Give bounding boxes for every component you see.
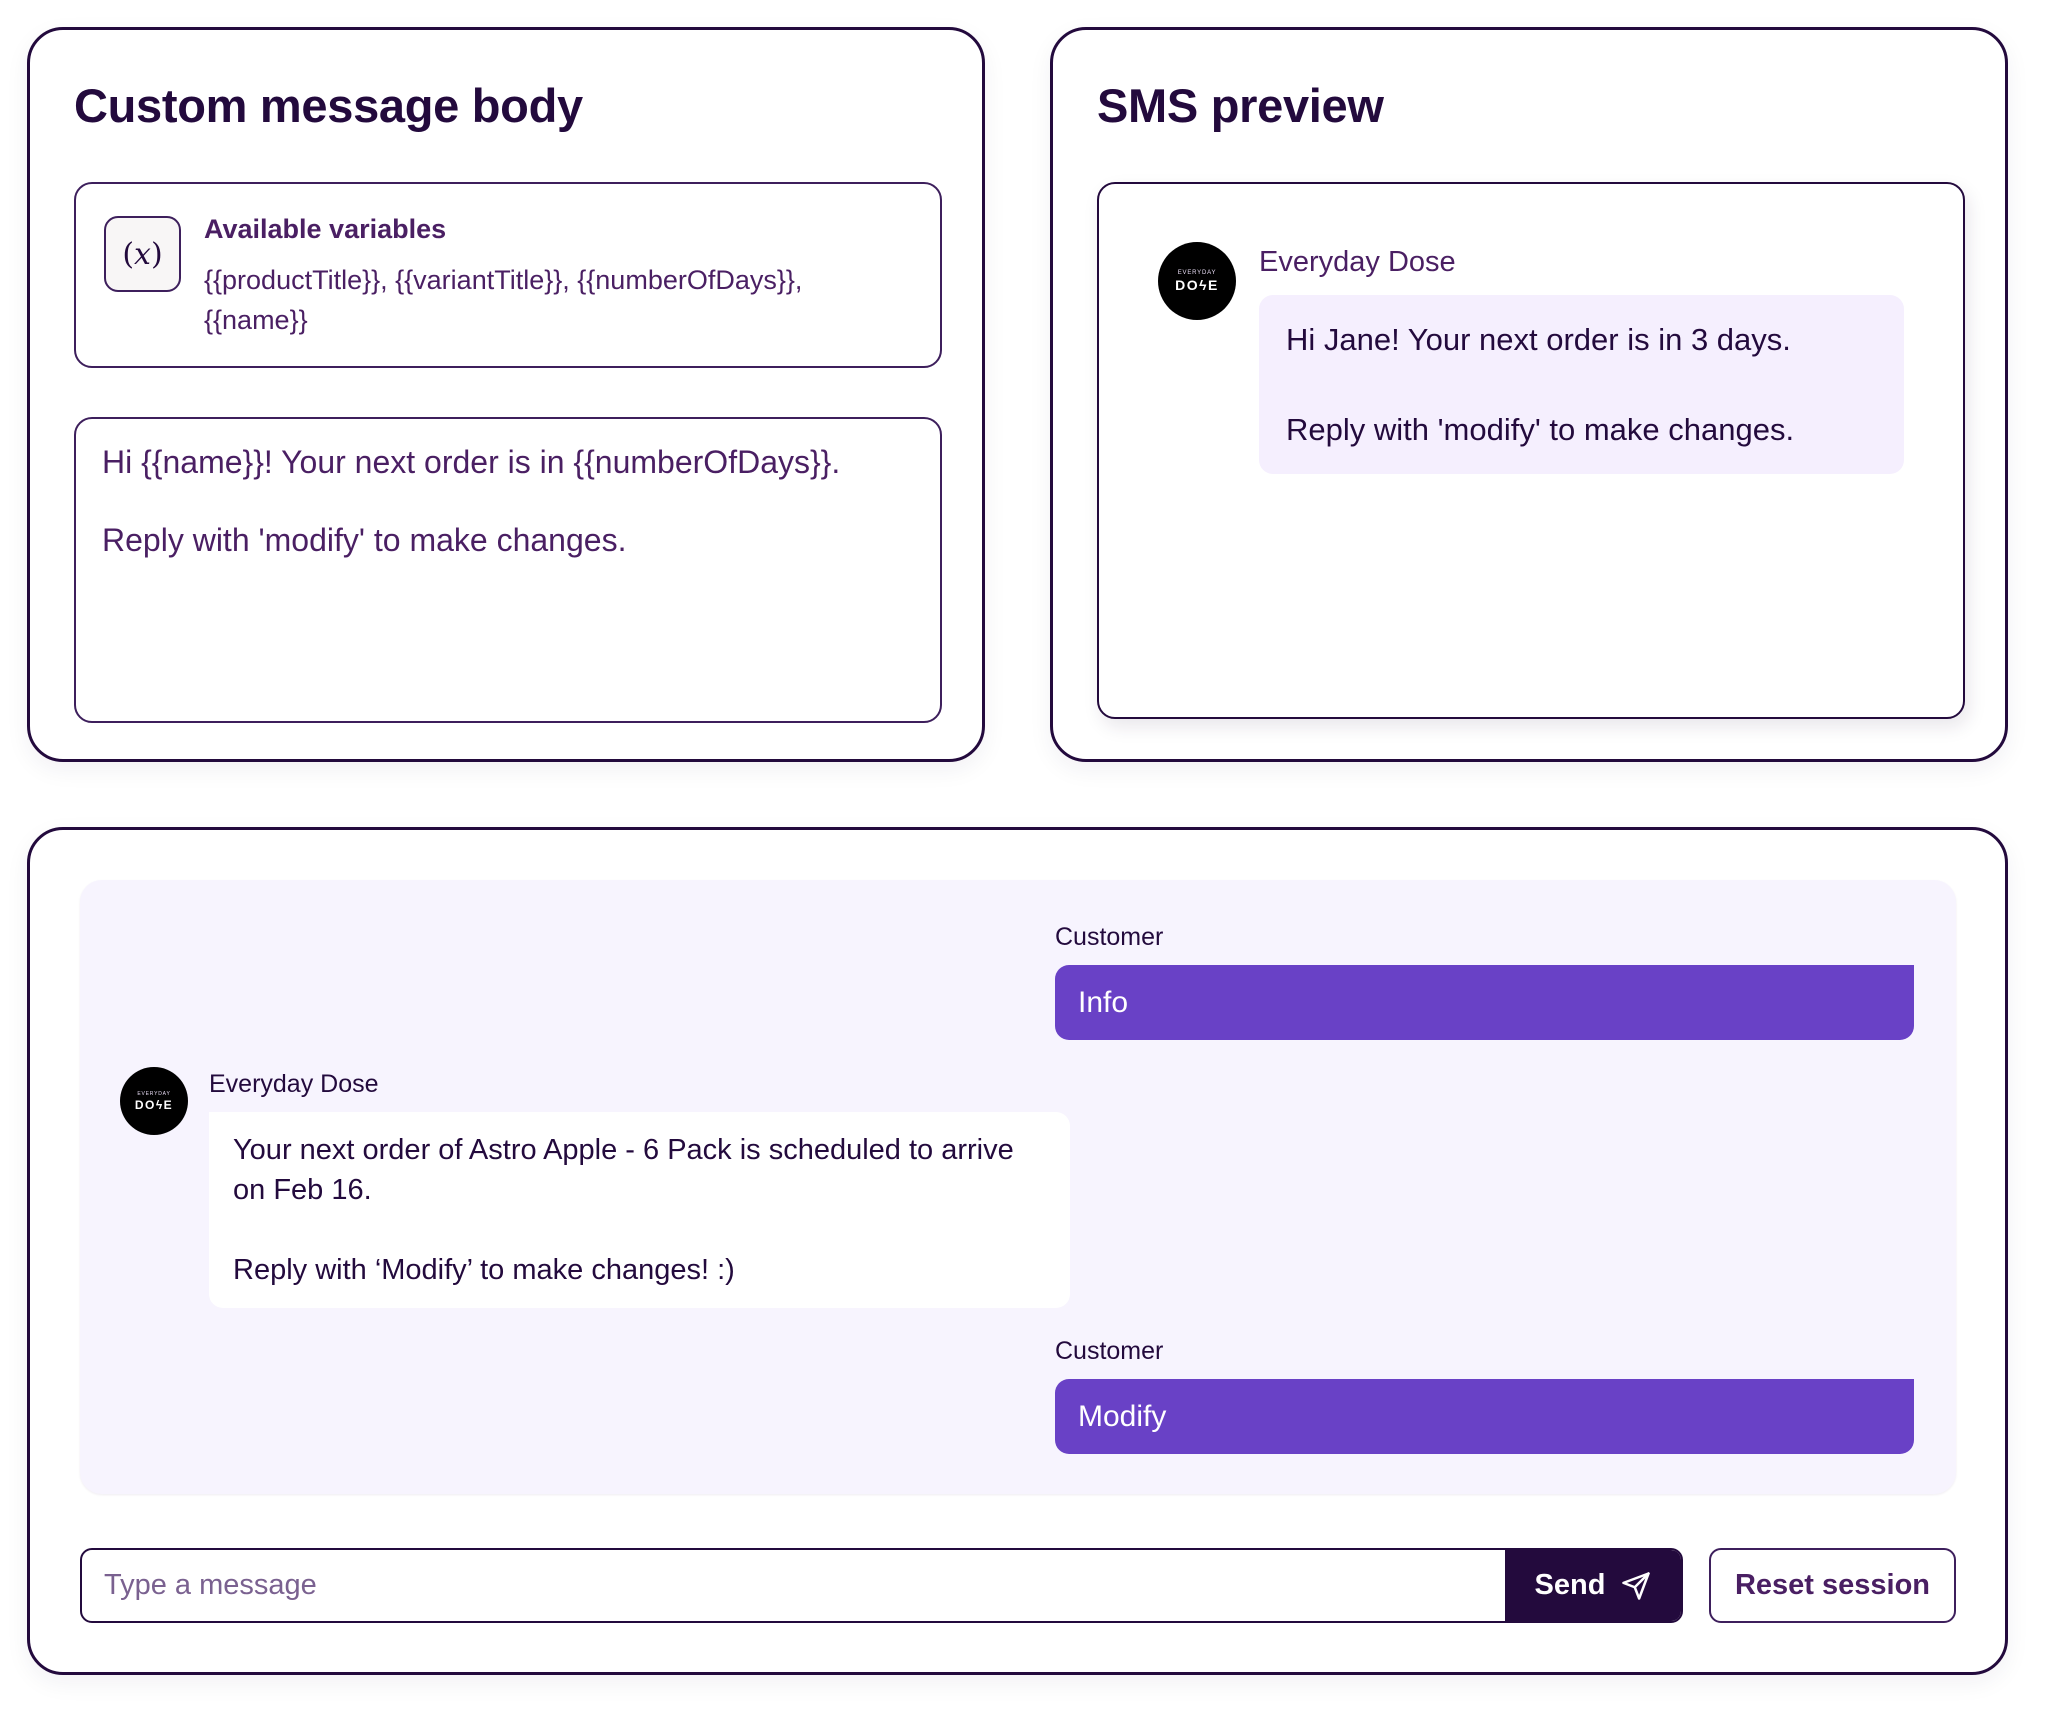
customer-sender-label: Customer [1055,1337,1164,1365]
custom-message-card: Custom message body (x) Available variab… [27,27,985,762]
available-variables-list: {{productTitle}}, {{variantTitle}}, {{nu… [204,265,803,335]
sms-preview-card: SMS preview EVERYDAY DOϟE Everyday Dose … [1050,27,2008,762]
sms-preview-frame: EVERYDAY DOϟE Everyday Dose Hi Jane! You… [1097,182,1965,719]
bot-sender-label: Everyday Dose [209,1070,379,1098]
customer-message-text: Modify [1078,1399,1167,1433]
reset-session-button[interactable]: Reset session [1709,1548,1956,1623]
sms-sender-name: Everyday Dose [1259,246,1456,278]
sms-preview-title: SMS preview [1097,79,1384,132]
chat-simulator-card: Customer Info EVERYDAY DOϟE Everyday Dos… [27,827,2008,1675]
avatar-logo-bottom: DOϟE [1175,277,1219,293]
custom-message-title: Custom message body [74,79,583,132]
variable-x-icon: (x) [104,216,181,292]
chat-transcript[interactable]: Customer Info EVERYDAY DOϟE Everyday Dos… [80,880,1956,1494]
bot-message-bubble: Your next order of Astro Apple - 6 Pack … [209,1112,1070,1308]
send-label: Send [1534,1569,1606,1601]
brand-avatar: EVERYDAY DOϟE [1158,242,1236,320]
message-input[interactable] [82,1550,1505,1621]
customer-sender-label: Customer [1055,923,1164,951]
message-composer: Send [80,1548,1683,1623]
sms-message-bubble: Hi Jane! Your next order is in 3 days. R… [1259,295,1904,474]
avatar-logo-top: EVERYDAY [137,1090,171,1097]
message-body-textarea[interactable] [74,417,942,723]
send-button[interactable]: Send [1505,1550,1681,1621]
available-variables-title: Available variables [204,214,447,244]
paper-plane-icon [1622,1571,1651,1600]
avatar-logo-top: EVERYDAY [1177,270,1217,276]
brand-avatar: EVERYDAY DOϟE [120,1067,188,1135]
avatar-logo-bottom: DOϟE [134,1097,174,1112]
available-variables-panel: (x) Available variables {{productTitle}}… [74,182,942,368]
customer-message-bubble: Info [1055,965,1914,1040]
customer-message-bubble: Modify [1055,1379,1914,1454]
customer-message-text: Info [1078,985,1129,1019]
